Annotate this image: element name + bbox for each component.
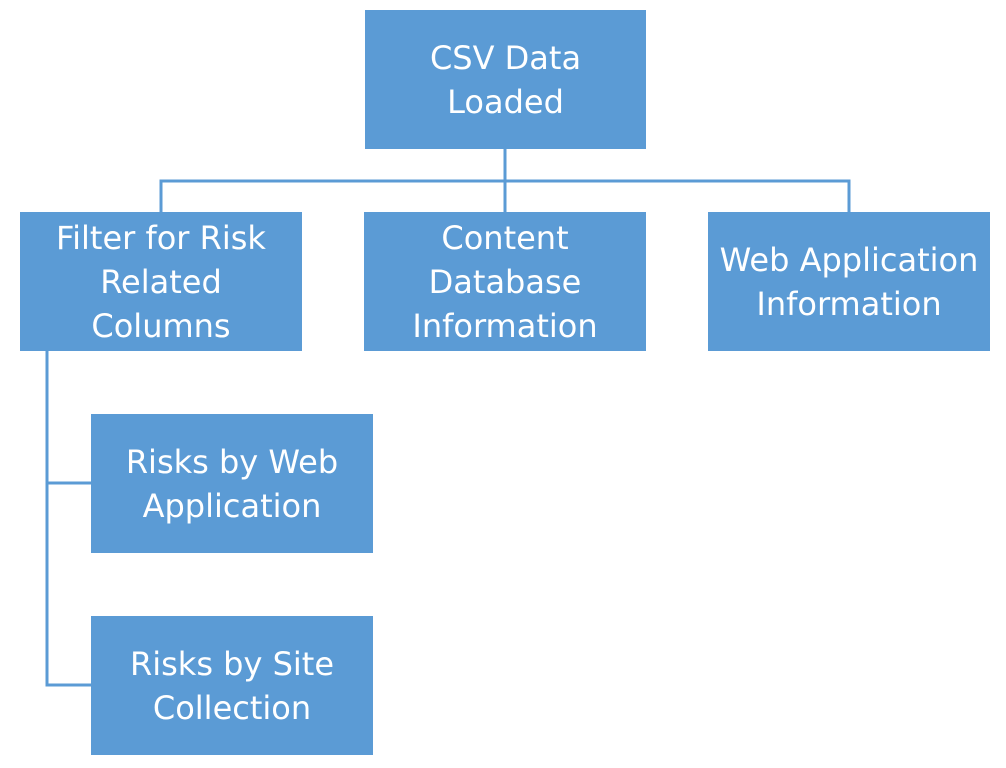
filter-risk-columns-node: Filter for Risk Related Columns [20,212,302,351]
risks-by-site-collection-node: Risks by Site Collection [91,616,373,755]
risks-by-web-application-node: Risks by Web Application [91,414,373,553]
content-database-info-node: Content Database Information [364,212,646,351]
web-application-info-node: Web Application Information [708,212,990,351]
csv-data-loaded-node: CSV Data Loaded [365,10,646,149]
